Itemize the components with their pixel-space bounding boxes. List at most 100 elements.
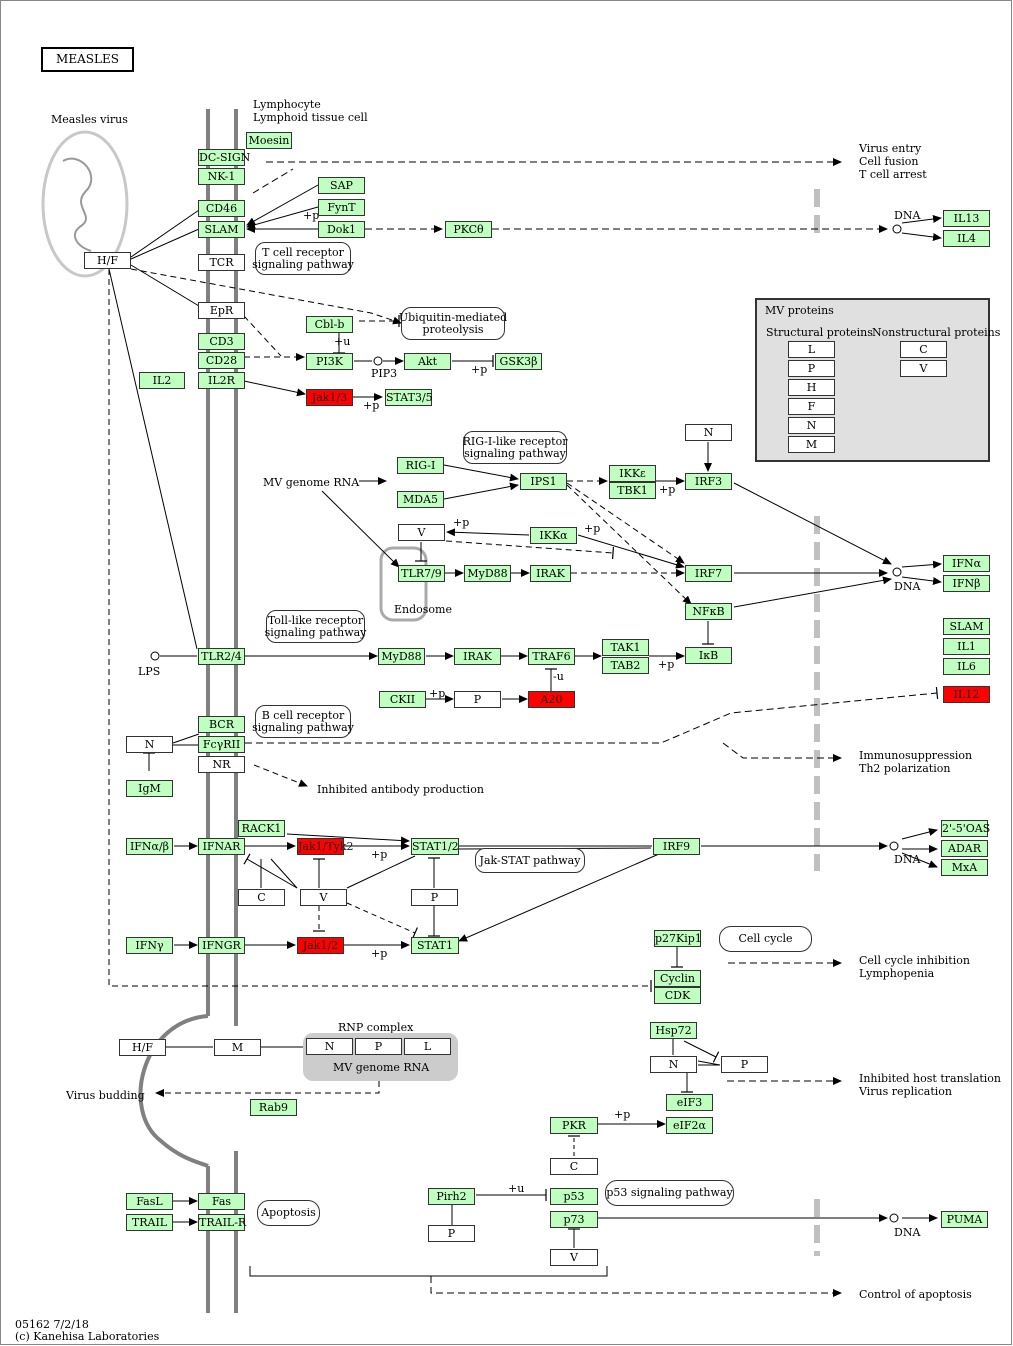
gene-epr[interactable]: EpR <box>198 302 245 319</box>
gene-moesin[interactable]: Moesin <box>246 132 292 149</box>
gene-irak[interactable]: IRAK <box>530 565 571 582</box>
gene-dok1[interactable]: Dok1 <box>318 221 365 238</box>
gene-p27kip1[interactable]: p27Kip1 <box>654 930 702 947</box>
gene-trail[interactable]: TRAIL <box>126 1214 173 1231</box>
gene-eif3[interactable]: eIF3 <box>666 1094 713 1111</box>
gene-rig-i[interactable]: RIG-I <box>397 457 444 474</box>
gene-jak13[interactable]: Jak1/3 <box>306 389 353 406</box>
gene-tlr79[interactable]: TLR7/9 <box>398 565 445 582</box>
gene-fasl[interactable]: FasL <box>126 1193 173 1210</box>
gene-jak12[interactable]: Jak1/2 <box>297 937 344 954</box>
gene-igm[interactable]: IgM <box>126 780 173 797</box>
virus-hf[interactable]: H/F <box>84 252 131 269</box>
gene-mda5[interactable]: MDA5 <box>397 491 444 508</box>
mv-protein-p[interactable]: P <box>788 360 835 377</box>
mv-v-protein[interactable]: V <box>398 524 445 541</box>
gene-stat35[interactable]: STAT3/5 <box>385 389 433 406</box>
gene-pkr[interactable]: PKR <box>550 1117 598 1134</box>
gene-irak[interactable]: IRAK <box>454 648 501 665</box>
gene-ifnab[interactable]: IFNα/β <box>126 838 173 855</box>
mv-n-protein[interactable]: N <box>650 1056 697 1073</box>
gene-stat12[interactable]: STAT1/2 <box>411 838 459 855</box>
gene-puma[interactable]: PUMA <box>941 1211 988 1228</box>
gene-eif2a[interactable]: eIF2α <box>666 1117 713 1134</box>
mv-protein-l[interactable]: L <box>788 341 835 358</box>
gene-cd28[interactable]: CD28 <box>198 352 245 369</box>
gene-fynt[interactable]: FynT <box>318 199 365 216</box>
mv-p-protein[interactable]: P <box>428 1225 475 1242</box>
rigi-pathway-link[interactable]: RIG-I-like receptor signaling pathway <box>463 431 567 464</box>
gene-myd88[interactable]: MyD88 <box>464 565 511 582</box>
gene-jak1-tyk2[interactable]: Jak1/Tyk2 <box>297 838 354 855</box>
mv-protein-h[interactable]: H <box>788 379 835 396</box>
gene-adar[interactable]: ADAR <box>941 840 988 857</box>
gene-ikka[interactable]: IKKα <box>530 527 577 544</box>
mv-n-protein[interactable]: N <box>126 736 173 753</box>
mv-v-protein[interactable]: V <box>300 889 347 906</box>
gene-hsp72[interactable]: Hsp72 <box>650 1022 697 1039</box>
gene-nr[interactable]: NR <box>198 756 245 773</box>
gene-cd3[interactable]: CD3 <box>198 333 245 350</box>
mv-protein-m[interactable]: M <box>788 436 835 453</box>
mv-p-protein[interactable]: P <box>411 889 458 906</box>
gene-trail-r[interactable]: TRAIL-R <box>198 1214 247 1231</box>
apoptosis-pathway-link[interactable]: Apoptosis <box>257 1200 320 1226</box>
mv-c-protein[interactable]: C <box>238 889 285 906</box>
gene-p73[interactable]: p73 <box>550 1211 598 1228</box>
gene-ifngr[interactable]: IFNGR <box>198 937 245 954</box>
gene-bcr[interactable]: BCR <box>198 716 245 733</box>
mv-v-protein[interactable]: V <box>550 1249 598 1266</box>
gene-pkctheta[interactable]: PKCθ <box>445 221 492 238</box>
gene-gsk3b[interactable]: GSK3β <box>495 353 542 370</box>
gene-tlr24[interactable]: TLR2/4 <box>198 648 245 665</box>
gene-nfkb[interactable]: NFκB <box>685 603 732 620</box>
jakstat-pathway-link[interactable]: Jak-STAT pathway <box>475 848 585 873</box>
gene-irf3[interactable]: IRF3 <box>685 473 732 490</box>
gene-il1[interactable]: IL1 <box>943 638 990 655</box>
gene-ips1[interactable]: IPS1 <box>520 473 567 490</box>
tlr-pathway-link[interactable]: Toll-like receptor signaling pathway <box>265 610 366 643</box>
gene-sap[interactable]: SAP <box>318 177 365 194</box>
gene-tab2[interactable]: TAB2 <box>602 657 649 674</box>
p53-pathway-link[interactable]: p53 signaling pathway <box>605 1180 734 1206</box>
mv-protein-v[interactable]: V <box>900 360 947 377</box>
ubiquitin-pathway-link[interactable]: Ubiquitin-mediated proteolysis <box>399 307 507 340</box>
gene-cbl-b[interactable]: Cbl-b <box>306 316 353 333</box>
gene-traf6[interactable]: TRAF6 <box>528 648 575 665</box>
gene-a20[interactable]: A20 <box>528 691 575 708</box>
gene-ikke[interactable]: IKKε <box>609 465 656 482</box>
mv-m-protein[interactable]: M <box>214 1039 261 1056</box>
gene-slam[interactable]: SLAM <box>198 221 245 238</box>
gene-myd88[interactable]: MyD88 <box>378 648 425 665</box>
gene-ifnb[interactable]: IFNβ <box>943 575 990 592</box>
cellcycle-pathway-link[interactable]: Cell cycle <box>719 926 812 952</box>
gene-il4[interactable]: IL4 <box>943 230 990 247</box>
gene-il2r[interactable]: IL2R <box>198 372 245 389</box>
gene-p53[interactable]: p53 <box>550 1188 598 1205</box>
gene-nk1[interactable]: NK-1 <box>198 168 245 185</box>
gene-mxa[interactable]: MxA <box>941 859 988 876</box>
gene-tbk1[interactable]: TBK1 <box>609 482 656 499</box>
bcr-pathway-link[interactable]: B cell receptor signaling pathway <box>252 705 354 738</box>
gene-ifna[interactable]: IFNα <box>943 555 990 572</box>
gene-pirh2[interactable]: Pirh2 <box>428 1188 475 1205</box>
gene-tcr[interactable]: TCR <box>198 254 245 271</box>
gene-slam[interactable]: SLAM <box>943 618 990 635</box>
virus-hf[interactable]: H/F <box>119 1039 166 1056</box>
gene-rack1[interactable]: RACK1 <box>238 820 285 837</box>
gene-il12[interactable]: IL12 <box>943 686 990 703</box>
gene-il6[interactable]: IL6 <box>943 658 990 675</box>
gene-ifnar[interactable]: IFNAR <box>198 838 245 855</box>
mv-p-protein[interactable]: P <box>355 1038 402 1055</box>
mv-protein-f[interactable]: F <box>788 398 835 415</box>
gene-tak1[interactable]: TAK1 <box>602 639 649 656</box>
gene-fcgrii[interactable]: FcγRII <box>198 736 245 753</box>
gene-fas[interactable]: Fas <box>198 1193 245 1210</box>
tcr-pathway-link[interactable]: T cell receptor signaling pathway <box>252 242 354 275</box>
gene-ckii[interactable]: CKII <box>379 691 426 708</box>
mv-n-protein[interactable]: N <box>685 424 732 441</box>
gene-pi3k[interactable]: PI3K <box>306 353 353 370</box>
mv-l-protein[interactable]: L <box>404 1038 451 1055</box>
gene-irf9[interactable]: IRF9 <box>653 838 700 855</box>
gene-dc-sign[interactable]: DC-SIGN <box>198 149 251 166</box>
